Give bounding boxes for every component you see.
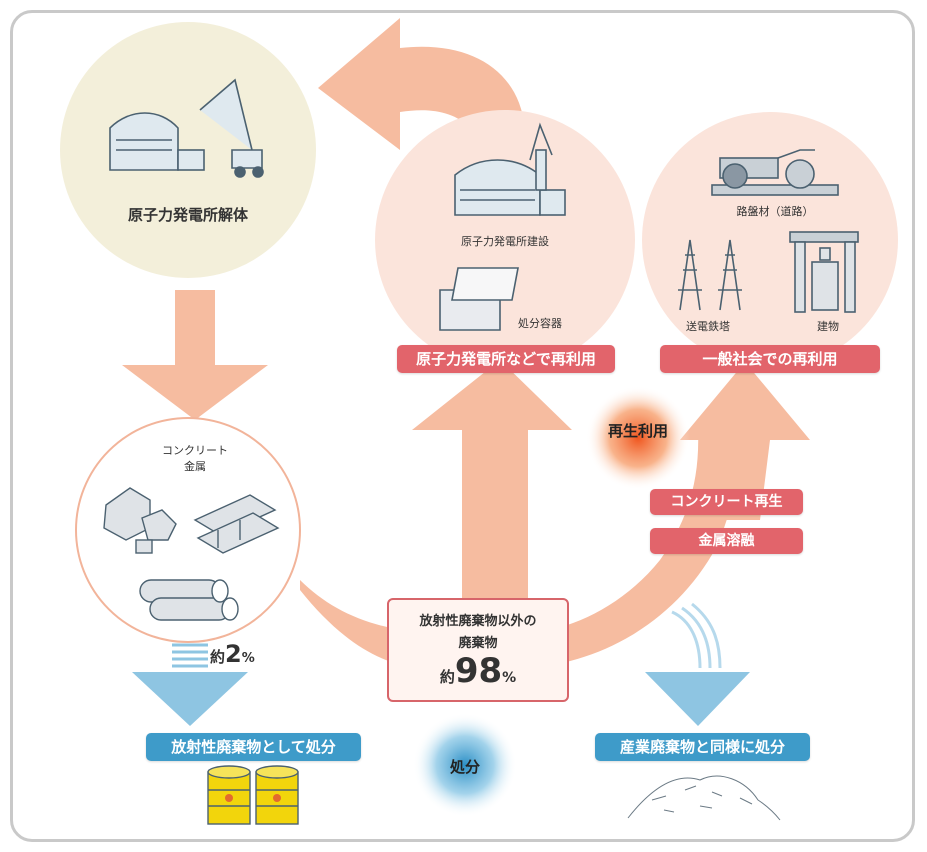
center-line2: 廃棄物 — [458, 636, 498, 651]
industrial-disposal-tag: 産業廃棄物と同様に処分 — [595, 733, 810, 761]
reuse-npp-tag: 原子力発電所などで再利用 — [397, 345, 615, 373]
radioactive-drum-icon — [207, 765, 299, 825]
transmission-tower-icon — [678, 239, 742, 311]
road-roller-icon — [711, 149, 839, 196]
reuse-society-tag: 一般社会での再利用 — [660, 345, 880, 373]
building-icon — [789, 231, 859, 313]
decommission-label: 原子力発電所解体 — [127, 206, 248, 224]
radioactive-disposal-stripes — [172, 643, 208, 668]
up-arrow-right — [680, 362, 810, 520]
container-icon — [439, 267, 519, 331]
disposal-glow — [413, 713, 517, 817]
industrial-disposal-arrow — [645, 672, 750, 726]
metal-label: 金属 — [184, 460, 206, 473]
small-share: 約2% — [210, 640, 255, 668]
radioactive-disposal-tag: 放射性廃棄物として処分 — [146, 733, 361, 761]
radioactive-disposal-arrow — [132, 672, 248, 726]
small-share-prefix: 約 — [210, 648, 226, 666]
center-share: 約98% — [389, 651, 567, 691]
waste-heap-icon — [627, 775, 781, 821]
pipe-bundle-icon — [139, 579, 239, 621]
concrete-recycling-tag: コンクリート再生 — [650, 489, 803, 515]
metal-melting-tag: 金属溶融 — [650, 528, 803, 554]
building-label: 建物 — [817, 320, 839, 333]
up-arrow-left — [412, 360, 572, 632]
non-radioactive-waste-box: 放射性廃棄物以外の 廃棄物 約98% — [387, 598, 569, 702]
center-line1: 放射性廃棄物以外の — [419, 614, 537, 629]
roadbed-label: 路盤材（道路） — [736, 205, 814, 218]
recycle-glow — [586, 386, 690, 490]
concrete-label: コンクリート — [162, 444, 228, 457]
disposal-arrows — [132, 602, 750, 726]
npp-construction-label: 原子力発電所建設 — [461, 235, 549, 248]
construction-plant-icon — [454, 122, 566, 216]
steel-beam-icon — [193, 494, 280, 554]
small-share-value: 2 — [225, 640, 242, 668]
center-value: 98 — [454, 651, 503, 691]
small-share-unit: % — [241, 651, 255, 666]
recycle-label: 再生利用 — [607, 422, 668, 440]
transmission-tower-label: 送電鉄塔 — [686, 320, 730, 333]
bottom-curve-arrow — [300, 430, 745, 668]
down-arrow — [122, 290, 268, 420]
materials-circle — [75, 417, 301, 643]
disposal-label: 処分 — [449, 758, 480, 776]
demolition-plant-icon — [109, 78, 264, 178]
disposal-container-label: 処分容器 — [518, 317, 562, 330]
concrete-rubble-icon — [103, 487, 177, 554]
center-unit: % — [502, 670, 517, 686]
industrial-disposal-stripes — [671, 602, 722, 669]
center-prefix: 約 — [439, 668, 455, 686]
